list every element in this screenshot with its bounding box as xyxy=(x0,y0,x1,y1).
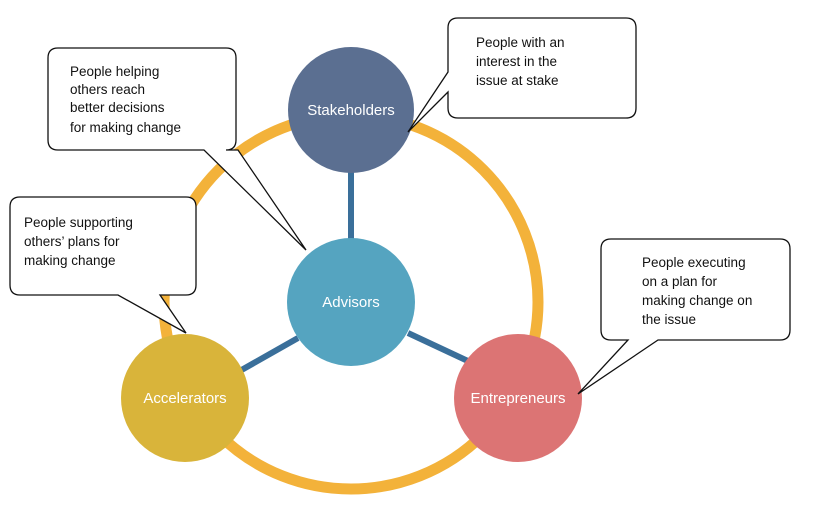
callout-advisors-line-3: better decisions xyxy=(70,100,165,115)
callout-entrepreneurs-line-4: the issue xyxy=(642,312,696,327)
callout-stakeholders-line-1: People with an xyxy=(476,35,565,50)
spoke-entrepreneurs xyxy=(406,330,472,365)
callout-stakeholders: People with an interest in the issue at … xyxy=(407,17,637,133)
callout-entrepreneurs-line-2: on a plan for xyxy=(642,274,718,289)
node-accelerators-label: Accelerators xyxy=(143,390,226,407)
node-stakeholders-label: Stakeholders xyxy=(307,102,395,119)
callout-accelerators-line-3: making change xyxy=(24,253,116,268)
spoke-accelerators xyxy=(236,335,300,375)
callout-stakeholders-line-2: interest in the xyxy=(476,54,557,69)
callout-accelerators: People supporting others’ plans for maki… xyxy=(9,196,197,334)
node-advisors[interactable]: Advisors xyxy=(287,238,415,366)
callout-stakeholders-line-3: issue at stake xyxy=(476,73,559,88)
callout-entrepreneurs-line-3: making change on xyxy=(642,293,752,308)
node-stakeholders[interactable]: Stakeholders xyxy=(288,47,414,173)
node-entrepreneurs[interactable]: Entrepreneurs xyxy=(454,334,582,462)
callout-accelerators-line-1: People supporting xyxy=(24,215,133,230)
callout-advisors-line-2: others reach xyxy=(70,82,145,97)
node-accelerators[interactable]: Accelerators xyxy=(121,334,249,462)
node-entrepreneurs-label: Entrepreneurs xyxy=(470,390,565,407)
callout-advisors: People helping others reach better decis… xyxy=(47,47,307,251)
callout-entrepreneurs-line-1: People executing xyxy=(642,255,746,270)
callout-advisors-line-4: for making change xyxy=(70,120,181,135)
callout-advisors-line-1: People helping xyxy=(70,64,159,79)
callout-entrepreneurs: People executing on a plan for making ch… xyxy=(577,238,791,395)
callout-accelerators-line-2: others’ plans for xyxy=(24,234,120,249)
node-advisors-label: Advisors xyxy=(322,294,380,311)
